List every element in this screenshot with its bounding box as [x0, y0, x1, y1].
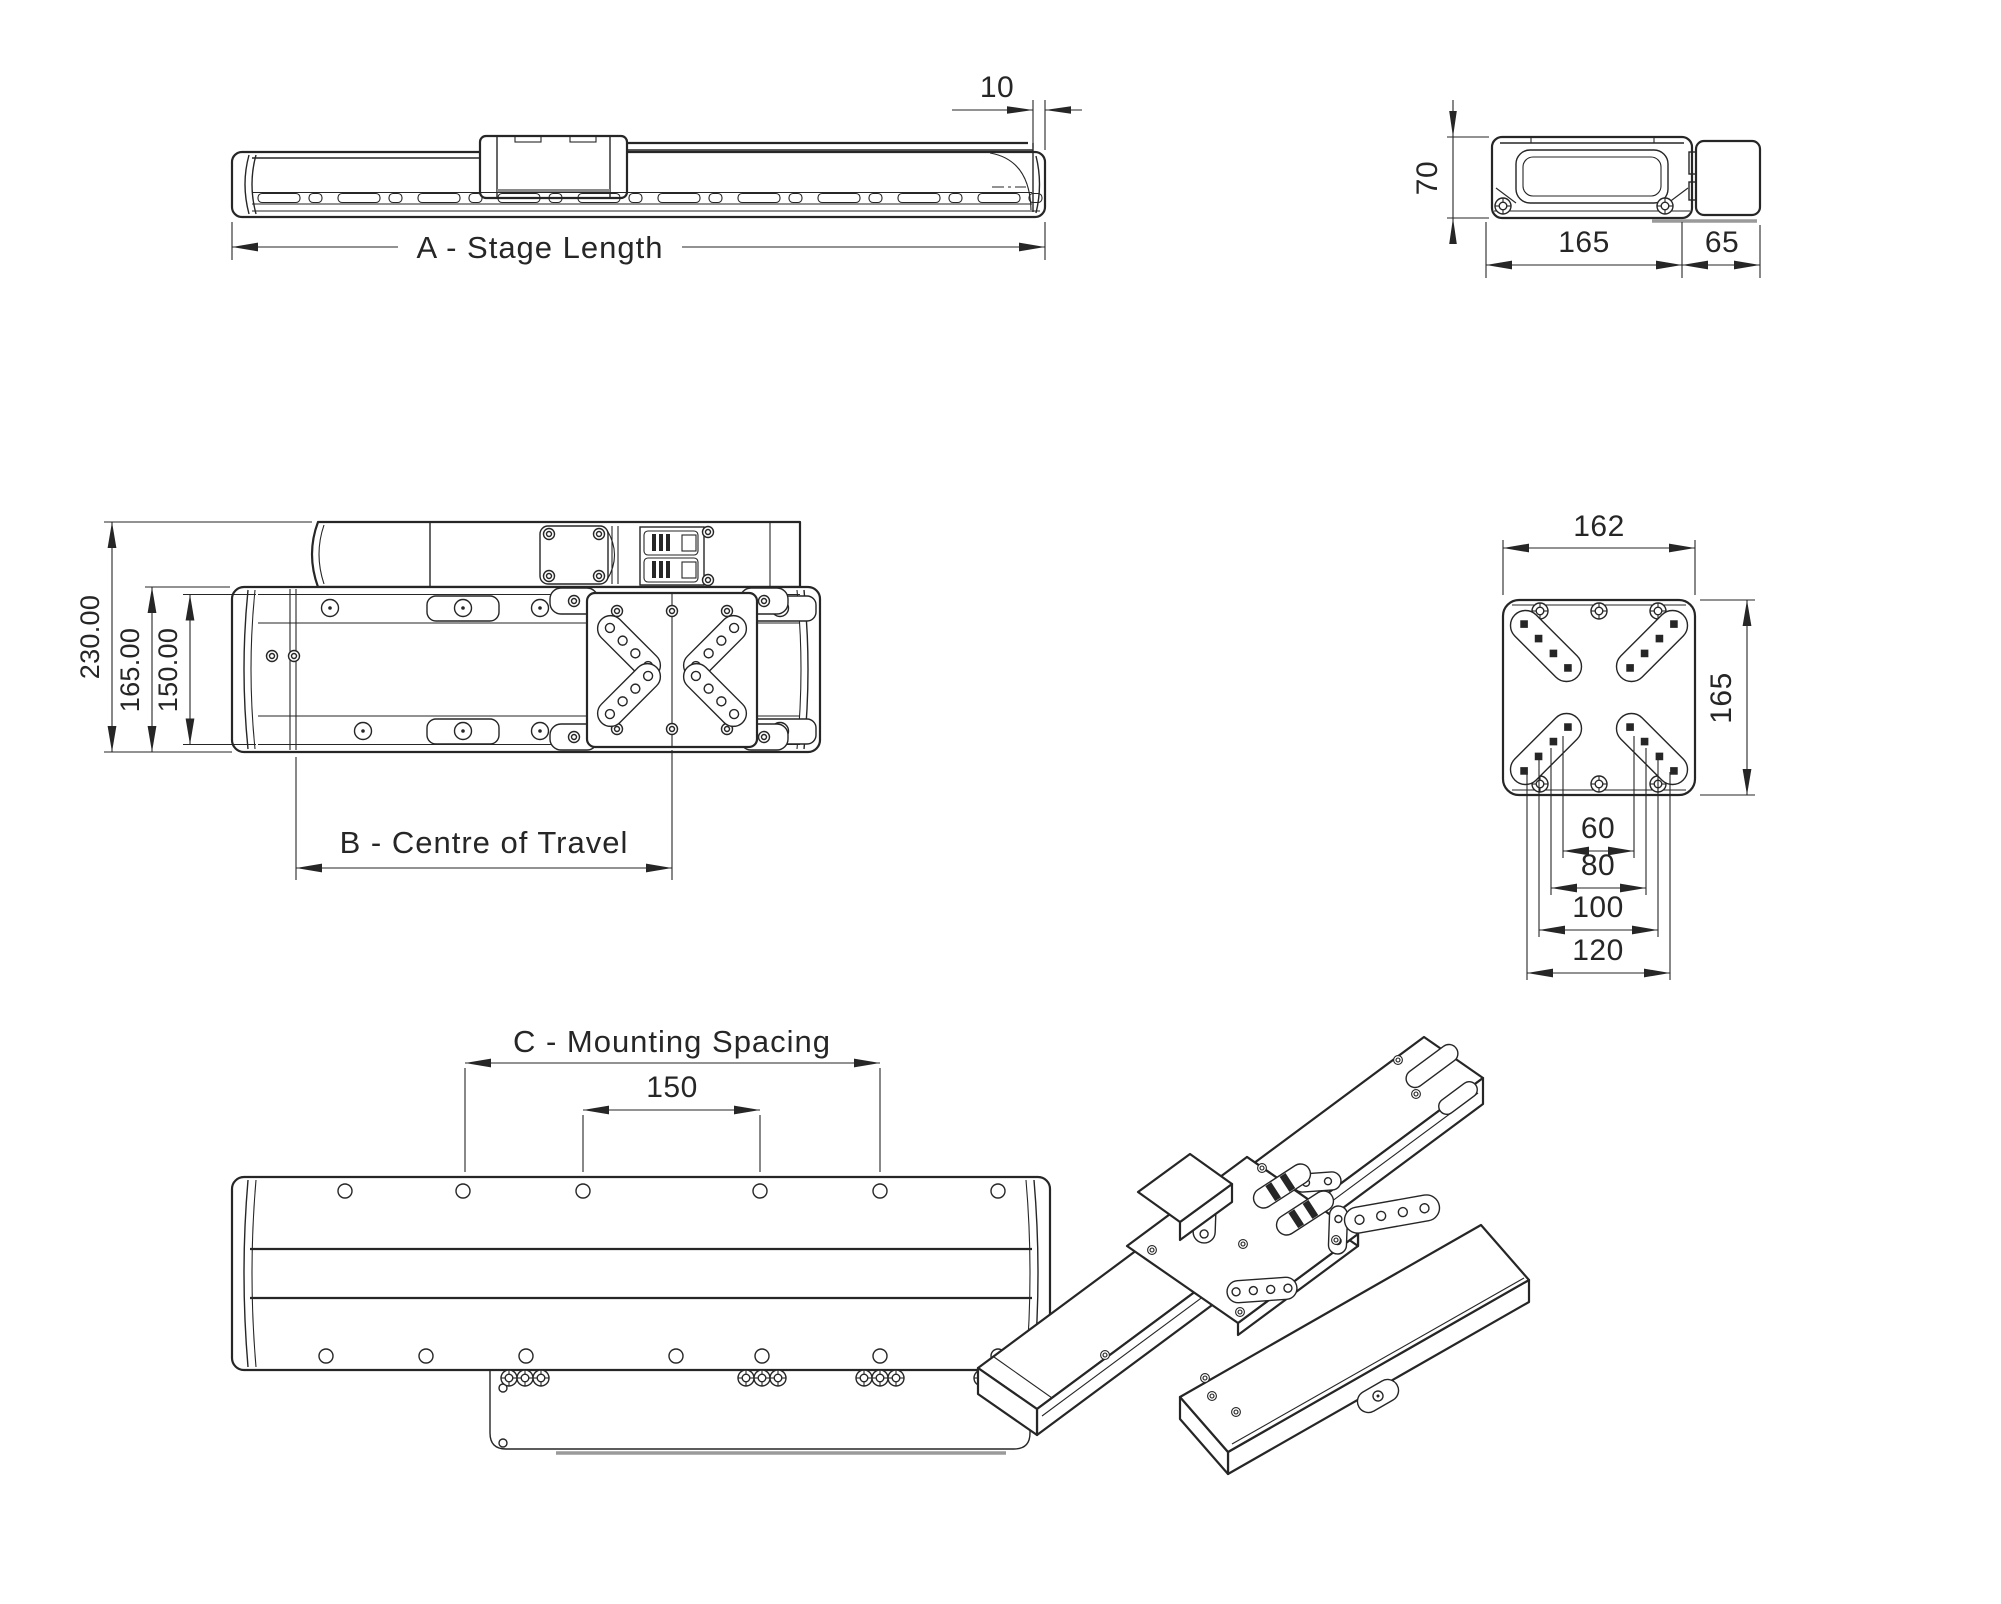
dim-165-plan: 165.00 — [115, 628, 145, 712]
dim-165-plate: 165 — [1705, 672, 1738, 724]
dim-60: 60 — [1581, 812, 1615, 845]
dimension-base-width-165: 165 65 — [1485, 222, 1761, 278]
dimension-centre-of-travel: B - Centre of Travel — [295, 750, 673, 880]
carriage-block-side — [478, 134, 629, 200]
dimension-height-70: 70 — [1411, 100, 1489, 244]
dimension-overall-230: 230.00 — [75, 521, 312, 753]
view-bottom: C - Mounting Spacing 150 — [230, 1024, 1052, 1455]
label-centre-of-travel: B - Centre of Travel — [340, 825, 629, 860]
mounting-bracket-iso — [1343, 1194, 1441, 1234]
dim-70: 70 — [1411, 161, 1444, 195]
view-carriage-detail: 162 165 60 80 100 120 — [1501, 510, 1755, 980]
dim-150-plan: 150.00 — [153, 628, 183, 712]
view-side-elevation: 10 A - Stage Length — [230, 71, 1082, 265]
dimension-plate-162: 162 — [1502, 510, 1696, 595]
dim-100: 100 — [1572, 891, 1624, 924]
dim-162: 162 — [1573, 510, 1625, 543]
motor-housing-iso — [1178, 1223, 1531, 1476]
dimension-inner-150: 150.00 — [153, 593, 256, 746]
view-plan: 230.00 165.00 150.00 B - Centre of Trave… — [75, 520, 822, 880]
dimension-mounting-spacing: C - Mounting Spacing — [464, 1024, 881, 1172]
dim-80: 80 — [1581, 849, 1615, 882]
dim-150-pitch: 150 — [646, 1071, 698, 1104]
sub-plate-bottom — [489, 1369, 1031, 1455]
label-mounting-spacing: C - Mounting Spacing — [513, 1024, 831, 1059]
dimension-stage-length: A - Stage Length — [231, 222, 1046, 265]
dimension-hole-spans: 60 80 100 120 — [1526, 736, 1671, 980]
dimension-end-offset: 10 — [952, 71, 1082, 150]
view-end-elevation: 70 165 65 — [1411, 100, 1762, 278]
carriage-plate-plan — [549, 587, 789, 751]
dim-120: 120 — [1572, 934, 1624, 967]
motor-box-end — [1652, 139, 1762, 223]
dimension-pitch-150: 150 — [582, 1071, 761, 1172]
screw-icon — [1494, 197, 1512, 215]
label-stage-length: A - Stage Length — [417, 230, 664, 265]
dim-165: 165 — [1558, 226, 1610, 259]
motor-housing-plan — [310, 520, 802, 589]
dim-230: 230.00 — [75, 595, 105, 679]
screw-icon — [1656, 197, 1674, 215]
dimension-body-165: 165.00 — [115, 586, 230, 752]
rail-strip-side — [252, 191, 1043, 205]
dimension-plate-165: 165 — [1700, 599, 1755, 796]
dim-10: 10 — [980, 71, 1014, 104]
view-isometric — [976, 1035, 1531, 1476]
connector-block — [639, 526, 705, 586]
dim-65: 65 — [1705, 226, 1739, 259]
